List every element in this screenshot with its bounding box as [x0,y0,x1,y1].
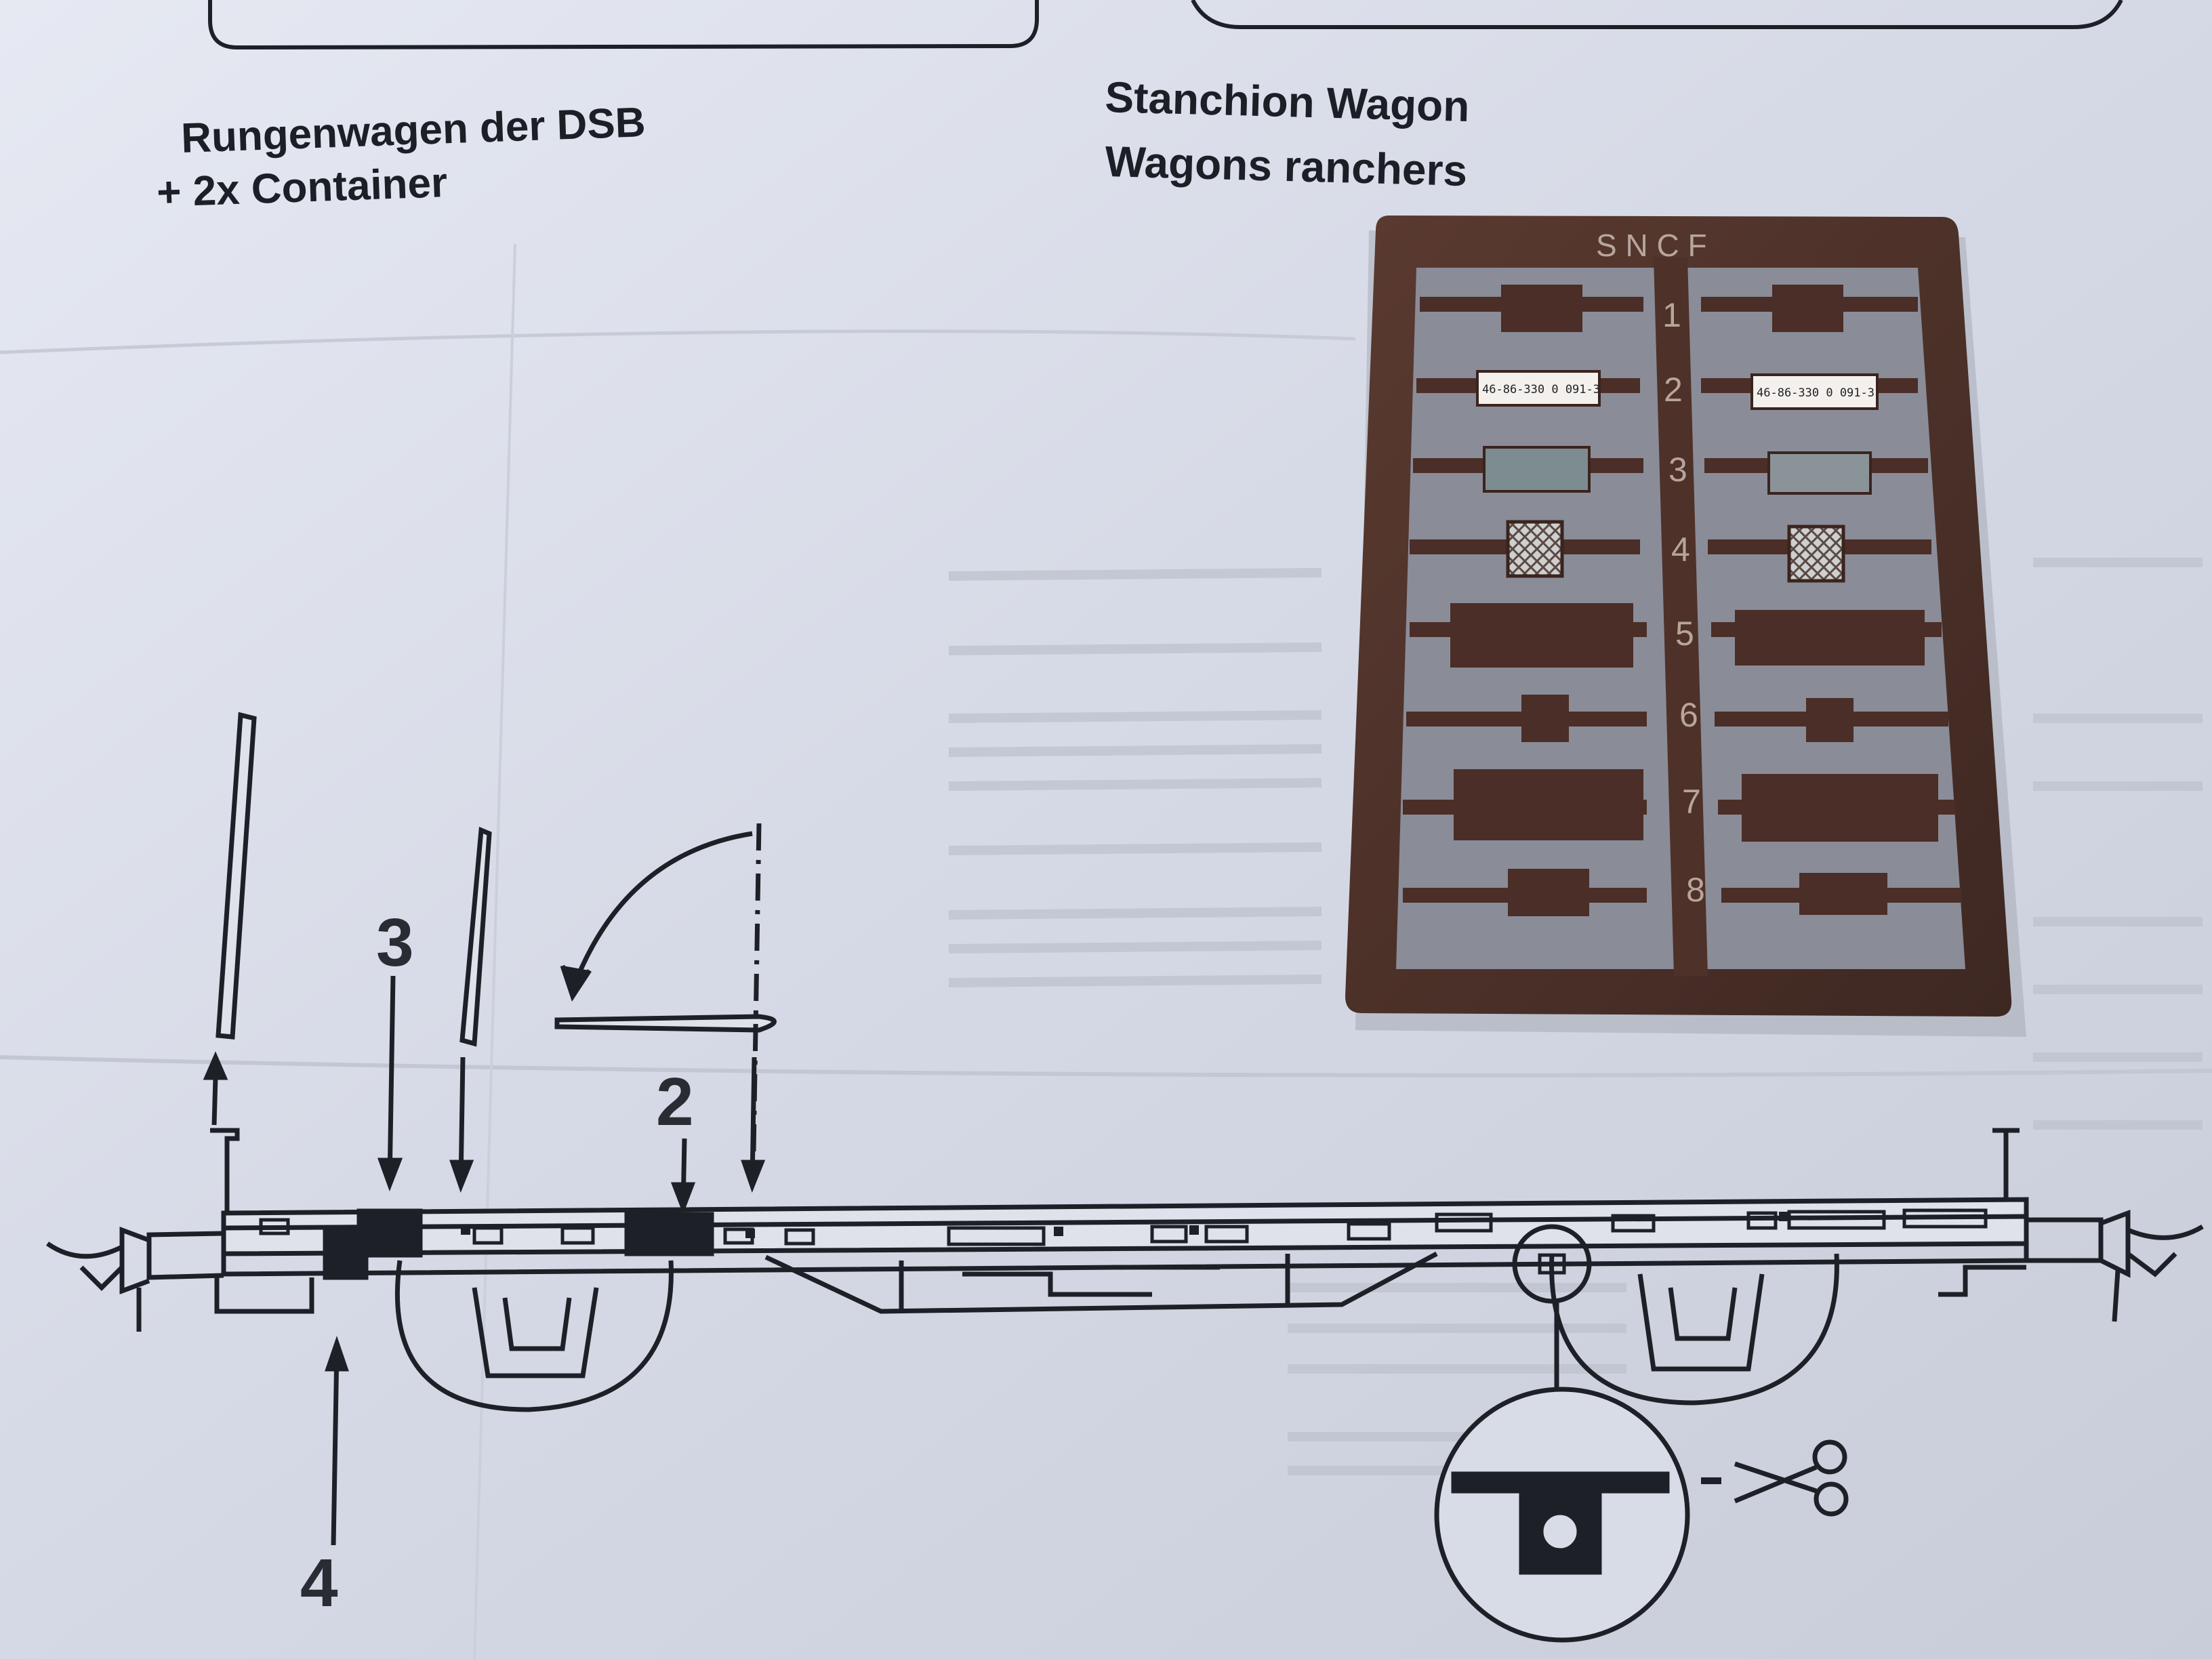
window-part [1767,451,1872,495]
number-plate-part [1750,373,1879,410]
callout-2: 2 [656,1064,694,1140]
stanchion-parts [203,712,777,1546]
fold-crease [473,243,516,1659]
header-box-left [208,0,1039,50]
svg-text:3: 3 [1668,451,1687,489]
title-german-line2: + 2x Container [156,159,448,216]
svg-text:46-86-330 0 091-3: 46-86-330 0 091-3 [1482,383,1600,396]
scissors-icon [1734,1439,1849,1517]
mesh-part [1506,520,1564,578]
svg-text:7: 7 [1682,783,1701,821]
sprue-part-frame: S N C F [1345,216,2026,1037]
title-french: Wagons ranchers [1105,137,1468,195]
svg-text:6: 6 [1679,696,1698,734]
sprue-part-numbers: 1 2 3 4 5 6 7 8 [1662,296,1705,909]
svg-text:8: 8 [1686,871,1705,909]
svg-text:5: 5 [1675,615,1694,653]
window-part [1483,446,1591,493]
title-english: Stanchion Wagon [1105,73,1471,131]
wagon-diagram [45,1128,2204,1643]
svg-text:46-86-330 0 091-3: 46-86-330 0 091-3 [1757,386,1875,400]
callout-3: 3 [376,905,414,981]
mesh-part [1787,525,1845,583]
number-plate-part [1476,370,1601,407]
svg-text:2: 2 [1664,371,1683,409]
header-box-right [1191,0,2123,29]
callout-4: 4 [300,1545,338,1621]
sprue-header: S N C F [1596,228,1707,263]
bleed-through-text [948,558,2203,1475]
svg-text:1: 1 [1662,296,1681,334]
svg-text:4: 4 [1671,531,1690,569]
fold-crease [0,1055,2212,1078]
fold-crease [0,329,1356,354]
